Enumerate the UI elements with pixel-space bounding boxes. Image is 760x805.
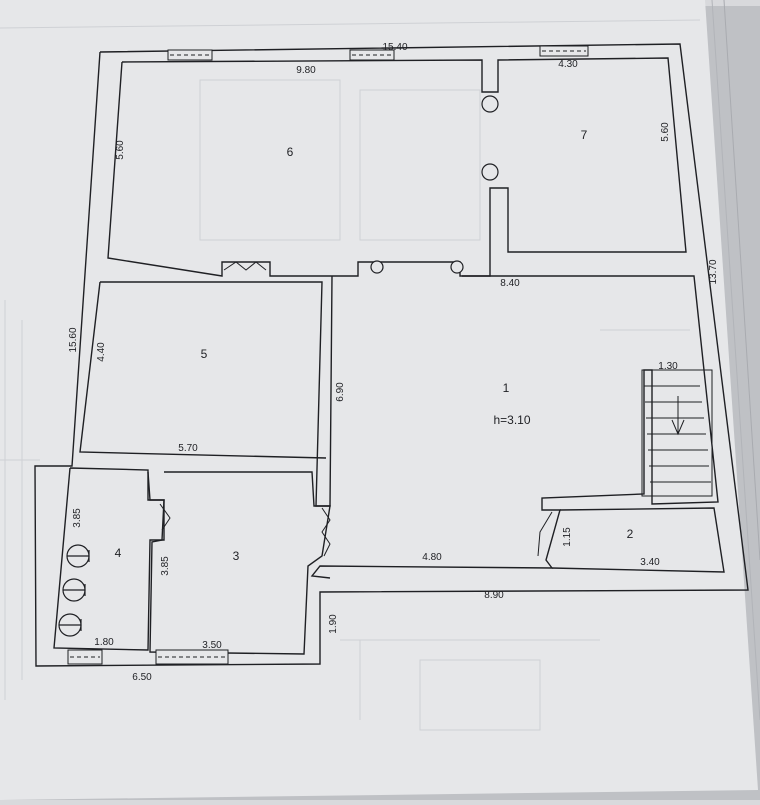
dim-room5-width: 5.70 (178, 443, 198, 454)
column-top (481, 95, 499, 113)
dim-overall-height-right: 13.70 (708, 259, 719, 284)
windows (67, 45, 589, 665)
stair-arrow-head (671, 419, 685, 436)
dim-bottom-right-width: 8.90 (484, 590, 504, 601)
door-room-4-3 (159, 503, 171, 531)
room-1-height: h=3.10 (493, 413, 530, 427)
staircase (641, 369, 713, 497)
room-1-outline (310, 275, 719, 579)
fixtures (58, 544, 90, 637)
columns (370, 95, 499, 274)
window-top-mid (349, 49, 395, 61)
window-bottom-mid (155, 649, 229, 665)
dim-stair-width: 1.30 (658, 361, 678, 372)
room-5-number: 5 (201, 347, 208, 361)
paper-edge-line (711, 0, 760, 721)
doors (159, 261, 553, 557)
room-labels: 1 h=3.10 2 3 4 5 6 7 (115, 128, 634, 563)
outer-wall-outline (34, 43, 749, 667)
dim-room1-lower-width: 4.80 (422, 552, 442, 563)
room-2-outline (551, 507, 725, 573)
paper-edge-line-2 (723, 0, 760, 561)
dim-room1-width: 8.40 (500, 278, 520, 289)
walls (34, 43, 749, 667)
column-right-hall (450, 260, 464, 274)
dim-room4-width: 1.80 (94, 637, 114, 648)
door-room-2 (537, 511, 553, 557)
window-top-left (167, 49, 213, 61)
room-4-number: 4 (115, 546, 122, 560)
dim-room2-width: 3.40 (640, 557, 660, 568)
column-left-hall (370, 260, 384, 274)
room-2-number: 2 (627, 527, 634, 541)
room-1-number: 1 (503, 381, 510, 395)
column-mid (481, 163, 499, 181)
stair-outline (641, 369, 713, 497)
dim-room3-height: 3.85 (160, 556, 171, 576)
room-7-number: 7 (581, 128, 588, 142)
dim-overall-width-top: 15.40 (382, 42, 407, 53)
door-room-5-6 (223, 261, 267, 271)
faint-background-lines (0, 19, 701, 731)
dim-bottom-left-width: 6.50 (132, 672, 152, 683)
door-room-3-1 (321, 507, 331, 557)
room-4-outline (53, 467, 165, 651)
dim-room3-width: 3.50 (202, 640, 222, 651)
dim-overall-height-left: 15.60 (68, 327, 79, 352)
dim-room1-side: 6.90 (335, 382, 346, 402)
dim-room7-height: 5.60 (660, 122, 671, 142)
dim-room6-width: 9.80 (296, 65, 316, 76)
dim-step-height: 1.90 (328, 614, 339, 634)
dim-room5-height: 4.40 (96, 342, 107, 362)
room-3-number: 3 (233, 549, 240, 563)
room-5-left (79, 281, 327, 459)
dim-room4-height: 3.85 (72, 508, 83, 528)
dim-room7-width: 4.30 (558, 59, 578, 70)
dim-room2-height: 1.15 (562, 527, 573, 547)
room-6-number: 6 (287, 145, 294, 159)
dim-room6-height: 5.60 (115, 140, 126, 160)
dimension-labels: 15.40 9.80 4.30 5.60 5.60 13.70 8.40 1.3… (68, 42, 719, 683)
